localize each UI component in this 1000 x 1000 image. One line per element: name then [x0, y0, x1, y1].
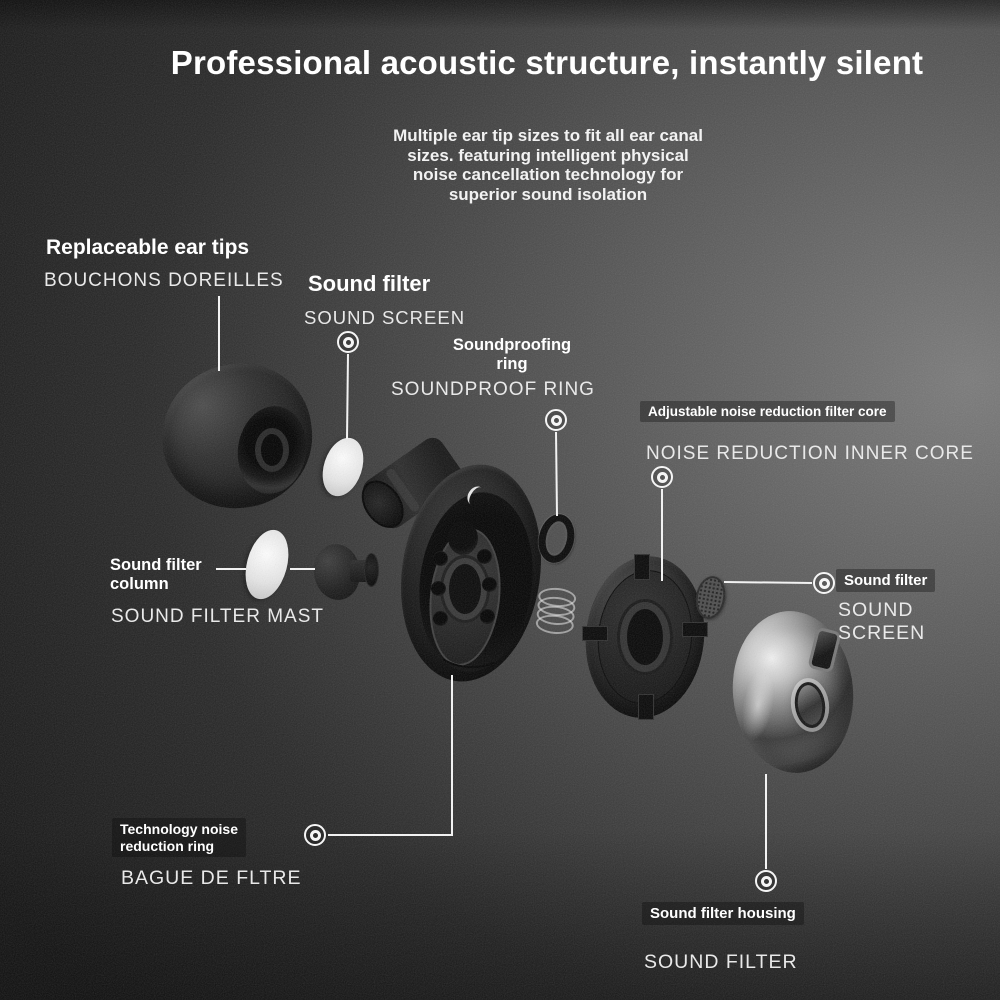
- sound-filter-right-label: Sound filter: [836, 569, 936, 592]
- marker-inner-ring: [309, 829, 321, 841]
- driver-hole: [433, 611, 448, 626]
- reduction-ring-label: Technology noise reduction ring: [112, 818, 246, 857]
- chrome-filter-housing: [726, 606, 860, 778]
- soundproofing-ring-sublabel: SOUNDPROOF RING: [391, 379, 595, 400]
- driver-hole: [480, 609, 495, 624]
- filter-housing-sublabel: SOUND FILTER: [644, 951, 798, 973]
- ear-tip-tube-ring: [255, 428, 289, 472]
- filter-mast-pin: [310, 538, 380, 603]
- inner-core-label: Adjustable noise reduction filter core: [640, 401, 895, 422]
- marker-inner-ring: [656, 471, 668, 483]
- driver-hole: [482, 577, 497, 592]
- page-subtitle: Multiple ear tip sizes to fit all ear ca…: [393, 126, 703, 204]
- marker-sound-filter-right: [813, 572, 835, 594]
- marker-inner-ring: [550, 414, 562, 426]
- mast-tip: [364, 553, 379, 587]
- core-slot: [638, 694, 654, 720]
- marker-soundproof-ring: [545, 409, 567, 431]
- driver-center-collar: [443, 558, 487, 620]
- core-slot: [634, 554, 650, 580]
- marker-inner-core: [651, 466, 673, 488]
- driver-hole: [477, 549, 492, 564]
- soundproofing-ring-label: Soundproofing ring: [452, 336, 572, 373]
- page-title: Professional acoustic structure, instant…: [170, 44, 924, 81]
- metal-spring: [535, 586, 579, 636]
- filter-column-label: Sound filter column: [110, 556, 202, 593]
- ear-tips-sublabel: BOUCHONS DOREILLES: [44, 270, 284, 291]
- marker-inner-ring: [818, 577, 830, 589]
- marker-reduction-ring: [304, 824, 326, 846]
- core-slot: [682, 622, 708, 637]
- inner-core-sublabel: NOISE REDUCTION INNER CORE: [646, 443, 974, 464]
- driver-hole: [431, 581, 446, 596]
- sound-filter-top-sublabel: SOUND SCREEN: [304, 307, 466, 328]
- reduction-ring-sublabel: BAGUE DE FLTRE: [121, 867, 302, 889]
- sound-filter-right-sublabel: SOUND SCREEN: [838, 599, 926, 644]
- ear-tips-label: Replaceable ear tips: [46, 236, 250, 259]
- sound-filter-top-label: Sound filter: [308, 271, 431, 296]
- marker-sound-filter-top: [337, 331, 359, 353]
- core-center-collar: [620, 602, 670, 672]
- filter-housing-label: Sound filter housing: [642, 902, 804, 925]
- driver-hole: [433, 551, 448, 566]
- marker-inner-ring: [760, 875, 772, 887]
- marker-inner-ring: [342, 336, 354, 348]
- marker-filter-housing: [755, 870, 777, 892]
- silicone-ear-tip: [153, 355, 321, 517]
- filter-column-sublabel: SOUND FILTER MAST: [111, 606, 324, 627]
- core-slot: [582, 626, 608, 641]
- driver-top-hole: [448, 521, 478, 555]
- noise-reduction-core-disc: [577, 550, 713, 724]
